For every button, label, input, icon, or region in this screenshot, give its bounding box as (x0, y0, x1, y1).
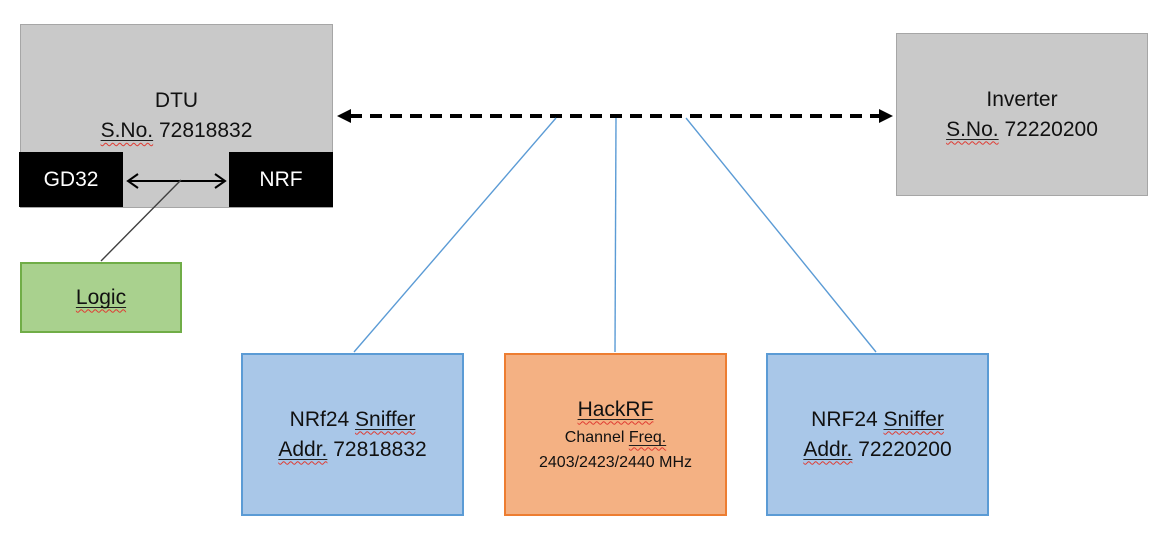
sniffer2-addr-value: 72220200 (852, 437, 952, 461)
nrf-label: NRF (259, 167, 303, 191)
sniffer2-addr-line: Addr. 72220200 (803, 435, 951, 465)
inverter-serial-label-underline: S.No. (946, 118, 999, 141)
sniffer1-name-line: NRf24 Sniffer (290, 405, 416, 435)
hackrf-channel-flag: Freq. (628, 428, 667, 446)
hackrf-box: HackRF Channel Freq. 2403/2423/2440 MHz (504, 353, 727, 516)
nrf-box: NRF (229, 152, 333, 207)
sniffer1-name-prefix: NRf24 (289, 407, 356, 431)
sniffer2-name-flag: Sniffer (883, 407, 944, 431)
logic-label: Logic (75, 285, 127, 309)
gd32-label: GD32 (43, 167, 99, 191)
sniffer2-connector-line (685, 117, 877, 353)
sniffer2-name-prefix: NRF24 (811, 407, 884, 431)
dtu-serial-value: 72818832 (153, 119, 253, 142)
sniffer1-name-underline: Sniffer (355, 408, 415, 431)
dtu-serial-label: S.No. (100, 119, 154, 142)
sniffer2-name-line: NRF24 Sniffer (811, 405, 944, 435)
inverter-serial-line: S.No. 72220200 (946, 115, 1098, 145)
sniffer2-name-underline: Sniffer (884, 408, 944, 431)
sniffer2-addr-label: Addr. (803, 437, 853, 461)
hackrf-channel-prefix: Channel (564, 428, 629, 446)
dtu-serial-label-underline: S.No. (101, 119, 154, 142)
dtu-serial-line: S.No. 72818832 (101, 116, 253, 146)
logic-box: Logic (20, 262, 182, 333)
sniffer1-addr-value: 72818832 (327, 437, 427, 461)
hackrf-title-underline: HackRF (578, 398, 654, 421)
dtu-title: DTU (154, 89, 199, 112)
sniffer2-addr-label-underline: Addr. (803, 438, 852, 461)
sniffer1-addr-label-underline: Addr. (278, 438, 327, 461)
sniffer1-addr-label: Addr. (278, 437, 328, 461)
sniffer2-box: NRF24 Sniffer Addr. 72220200 (766, 353, 989, 516)
gd32-box: GD32 (19, 152, 123, 207)
sniffer1-connector-line (353, 117, 557, 353)
hackrf-freq-line: 2403/2423/2440 MHz (539, 453, 692, 471)
inverter-title: Inverter (986, 87, 1058, 111)
hackrf-title: HackRF (577, 397, 654, 421)
inverter-serial-label: S.No. (946, 117, 999, 141)
logic-label-underline: Logic (76, 283, 126, 313)
sniffer1-box: NRf24 Sniffer Addr. 72818832 (241, 353, 464, 516)
hackrf-channel-underline: Freq. (629, 429, 666, 446)
sniffer1-name-flag: Sniffer (355, 407, 416, 431)
hackrf-connector-line (614, 117, 617, 353)
inverter-box: Inverter S.No. 72220200 (896, 33, 1148, 196)
inverter-serial-value: 72220200 (998, 117, 1098, 141)
sniffer1-addr-line: Addr. 72818832 (278, 435, 426, 465)
hackrf-title-line: HackRF (578, 395, 654, 425)
hackrf-channel-line: Channel Freq. (565, 425, 666, 450)
dtu-inverter-dashed-arrow (337, 109, 893, 123)
